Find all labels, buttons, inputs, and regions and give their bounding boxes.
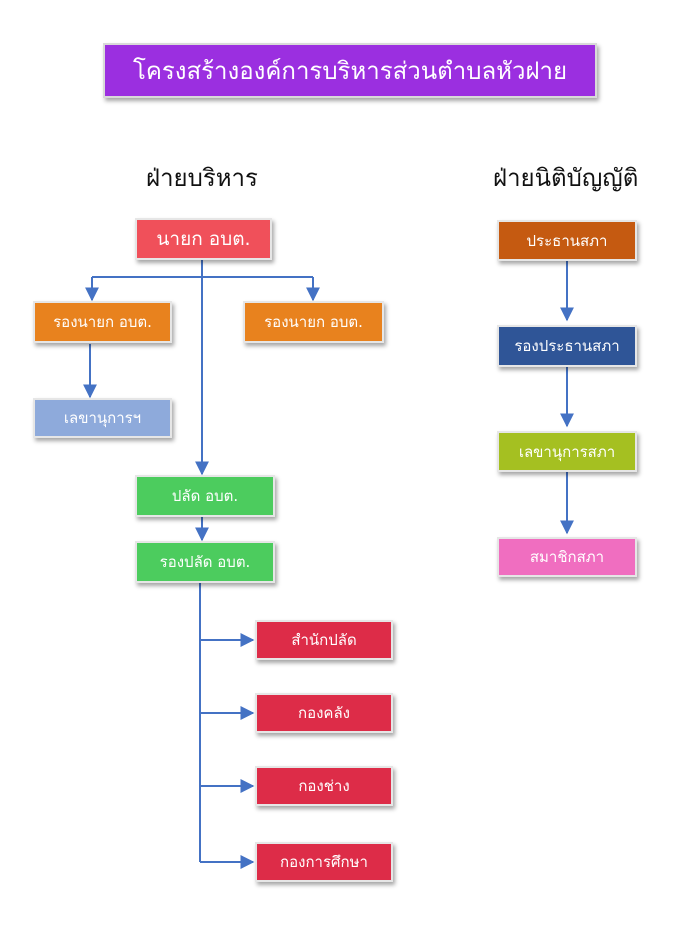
node-chief: ปลัด อบต. [135, 475, 275, 517]
node-council-vice-president: รองประธานสภา [497, 325, 637, 367]
node-council-secretary: เลขานุการสภา [497, 431, 637, 472]
executive-heading: ฝ่ายบริหาร [146, 164, 258, 192]
node-department-engineering: กองช่าง [255, 766, 393, 806]
node-deputy-mayor-left: รองนายก อบต. [33, 301, 172, 343]
node-deputy-chief: รองปลัด อบต. [135, 541, 275, 583]
node-mayor: นายก อบต. [135, 218, 272, 260]
node-department-finance: กองคลัง [255, 693, 393, 733]
node-council-president: ประธานสภา [497, 220, 637, 261]
node-council-member: สมาชิกสภา [497, 537, 637, 577]
node-department-office: สำนักปลัด [255, 620, 393, 660]
node-department-education: กองการศึกษา [255, 842, 393, 882]
legislative-heading: ฝ่ายนิติบัญญัติ [493, 164, 639, 192]
node-deputy-mayor-right: รองนายก อบต. [243, 301, 384, 343]
node-secretary: เลขานุการฯ [33, 398, 172, 438]
chart-title: โครงสร้างองค์การบริหารส่วนตำบลหัวฝาย [103, 43, 597, 98]
